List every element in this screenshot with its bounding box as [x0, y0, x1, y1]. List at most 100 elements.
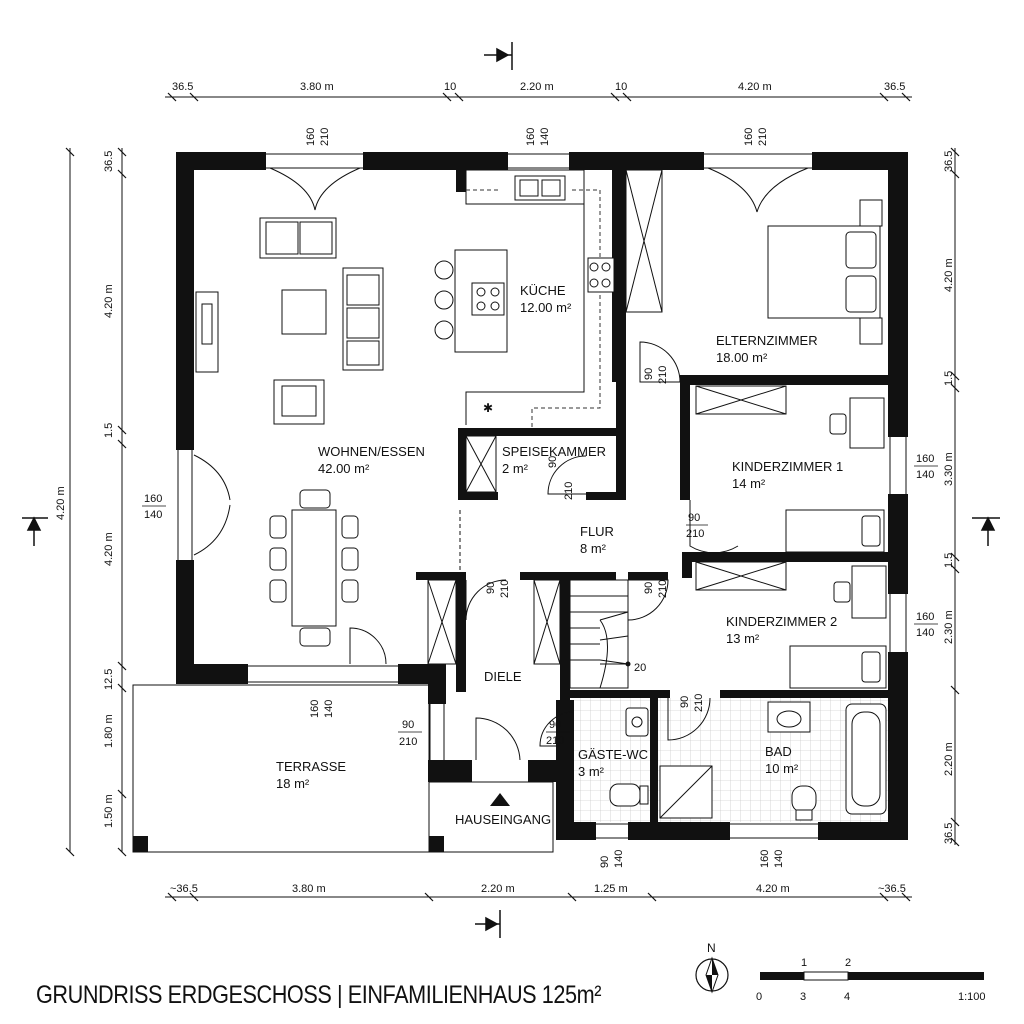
label-label: ✱: [483, 401, 493, 415]
room-name-gaestewc: GÄSTE-WC: [578, 747, 648, 762]
dimensions-left-1-label: 4.20 m: [103, 284, 115, 318]
stair-note: 20: [634, 662, 646, 674]
section-marker-right: [972, 516, 1000, 546]
dimensions-right-2-label: 1.5: [943, 371, 955, 386]
room-name-kinder2: KINDERZIMMER 2: [726, 614, 837, 629]
openings-win-top-kueche-1-label: 140: [539, 128, 551, 146]
openings-door-diele-0-label: 90: [485, 582, 497, 594]
storage-and-stairs: [427, 435, 631, 689]
openings-door-kinder1-0-label: 90: [688, 512, 700, 524]
bedroom-furniture: [625, 169, 887, 689]
bathroom-fixtures: [574, 698, 888, 822]
entrance-arrow-icon: [490, 793, 510, 806]
room-area-wohnen: 42.00 m²: [318, 461, 370, 476]
room-name-kueche: KÜCHE: [520, 283, 566, 298]
openings-win-top-eltern-0-label: 160: [743, 128, 755, 146]
openings-door-bad-1-label: 210: [693, 694, 705, 712]
openings-door-bad-0-label: 90: [679, 696, 691, 708]
section-marker-top: [484, 42, 513, 70]
openings-door-diele-1-label: 210: [499, 580, 511, 598]
openings-door-speise-0-label: 90: [547, 456, 559, 468]
room-area-flur: 8 m²: [580, 541, 607, 556]
room-area-gaestewc: 3 m²: [578, 764, 605, 779]
scale-top-0-label: 1: [801, 957, 807, 969]
page-title: GRUNDRISS ERDGESCHOSS | EINFAMILIENHAUS …: [36, 981, 601, 1009]
dimensions-bottom-2-label: 2.20 m: [481, 883, 515, 895]
openings-win-top-kueche-0-label: 160: [525, 128, 537, 146]
openings-door-kinder2-0-label: 90: [643, 582, 655, 594]
dimensions-left-6-label: 1.50 m: [103, 794, 115, 828]
openings-door-eltern-0-label: 90: [643, 368, 655, 380]
room-area-speise: 2 m²: [502, 461, 529, 476]
openings-win-right-kinder2-0-label: 160: [916, 611, 934, 623]
door-swings: [459, 341, 739, 761]
openings-win-right-kinder1-1-label: 140: [916, 469, 934, 481]
openings-win-top-wohnen-0-label: 160: [305, 128, 317, 146]
scale-bar: 1 2 0 3 4 1:100: [756, 957, 986, 1003]
dimensions-left-7-label: 4.20 m: [55, 486, 67, 520]
room-area-bad: 10 m²: [765, 761, 799, 776]
room-name-eingang: HAUSEINGANG: [455, 812, 551, 827]
openings-win-top-eltern-1-label: 210: [757, 128, 769, 146]
north-label: N: [707, 941, 716, 955]
dimensions-bottom-3-label: 1.25 m: [594, 883, 628, 895]
dimensions-left-4-label: 12.5: [103, 669, 115, 690]
openings-door-eingang-0-label: 90: [402, 719, 414, 731]
room-name-kinder1: KINDERZIMMER 1: [732, 459, 843, 474]
room-area-kueche: 12.00 m²: [520, 300, 572, 315]
room-name-wohnen: WOHNEN/ESSEN: [318, 444, 425, 459]
dimension-labels: 36.5 3.80 m 10 2.20 m 10 4.20 m 36.5 ~36…: [55, 81, 955, 895]
dimensions-bottom-0-label: ~36.5: [170, 883, 198, 895]
openings-win-bottom-wc-0-label: 90: [599, 856, 611, 868]
dimensions-top-0-label: 36.5: [172, 81, 193, 93]
dimensions-top-6-label: 36.5: [884, 81, 905, 93]
section-marker-left: [22, 516, 48, 546]
openings-win-left-wohnen-1-label: 140: [144, 509, 162, 521]
dimensions-left-0-label: 36.5: [103, 151, 115, 172]
dimensions-top-5-label: 4.20 m: [738, 81, 772, 93]
dimensions-bottom-4-label: 4.20 m: [756, 883, 790, 895]
room-name-diele: DIELE: [484, 669, 522, 684]
dimensions-bottom-1-label: 3.80 m: [292, 883, 326, 895]
openings-win-bottom-bad-1-label: 140: [773, 850, 785, 868]
openings-door-eltern-1-label: 210: [657, 366, 669, 384]
dimensions-left-2-label: 1.5: [103, 423, 115, 438]
scale-bottom-1-label: 3: [800, 991, 806, 1003]
living-furniture: [195, 217, 387, 665]
scale-ratio-label: 1:100: [958, 991, 986, 1003]
dimensions-right-1-label: 4.20 m: [943, 258, 955, 292]
room-area-terrasse: 18 m²: [276, 776, 310, 791]
openings-win-terrasse-1-label: 140: [323, 700, 335, 718]
openings-door-kinder1-1-label: 210: [686, 528, 704, 540]
scale-bottom-2-label: 4: [844, 991, 850, 1003]
dimension-lines: [65, 92, 960, 902]
dimensions-right-4-label: 1.5: [943, 553, 955, 568]
room-name-speise: SPEISEKAMMER: [502, 444, 606, 459]
openings-door-wc-1-label: 210: [546, 735, 564, 747]
dimensions-top-4-label: 10: [615, 81, 627, 93]
openings-win-right-kinder2-1-label: 140: [916, 627, 934, 639]
openings-door-kinder2-1-label: 210: [657, 580, 669, 598]
openings-door-speise-1-label: 210: [563, 482, 575, 500]
north-arrow-icon: N: [695, 941, 729, 994]
dimensions-right-7-label: 36.5: [943, 823, 955, 844]
dimensions-right-6-label: 2.20 m: [943, 742, 955, 776]
section-marker-bottom: [475, 910, 501, 938]
room-area-kinder2: 13 m²: [726, 631, 760, 646]
openings-win-terrasse-0-label: 160: [309, 700, 321, 718]
openings-door-eingang-1-label: 210: [399, 736, 417, 748]
room-name-flur: FLUR: [580, 524, 614, 539]
windows: [177, 153, 907, 839]
room-labels: KÜCHE 12.00 m² WOHNEN/ESSEN 42.00 m² ELT…: [276, 283, 843, 827]
kitchen-fixtures: ✱: [434, 169, 615, 428]
openings-win-top-wohnen-1-label: 210: [319, 128, 331, 146]
dimensions-left-5-label: 1.80 m: [103, 714, 115, 748]
openings-win-bottom-wc-1-label: 140: [613, 850, 625, 868]
scale-bottom-0-label: 0: [756, 991, 762, 1003]
dimensions-right-0-label: 36.5: [943, 151, 955, 172]
openings-win-right-kinder1-0-label: 160: [916, 453, 934, 465]
openings-win-bottom-bad-0-label: 160: [759, 850, 771, 868]
room-name-terrasse: TERRASSE: [276, 759, 346, 774]
openings-door-wc-0-label: 90: [549, 719, 561, 731]
